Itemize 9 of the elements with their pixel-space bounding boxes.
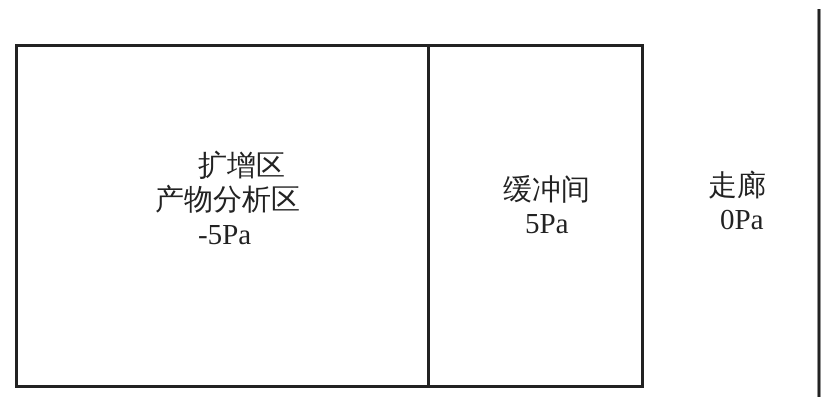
room-box <box>15 44 430 388</box>
room-label: 产物分析区 <box>155 184 300 216</box>
pressure-label: 5Pa <box>525 208 568 240</box>
room-box <box>427 44 644 388</box>
pressure-label: -5Pa <box>198 219 252 251</box>
room-label: 缓冲间 <box>503 174 590 206</box>
pressure-label: 0Pa <box>720 204 764 236</box>
room-label: 走廊 <box>708 170 766 202</box>
room-label: 扩增区 <box>198 150 285 182</box>
